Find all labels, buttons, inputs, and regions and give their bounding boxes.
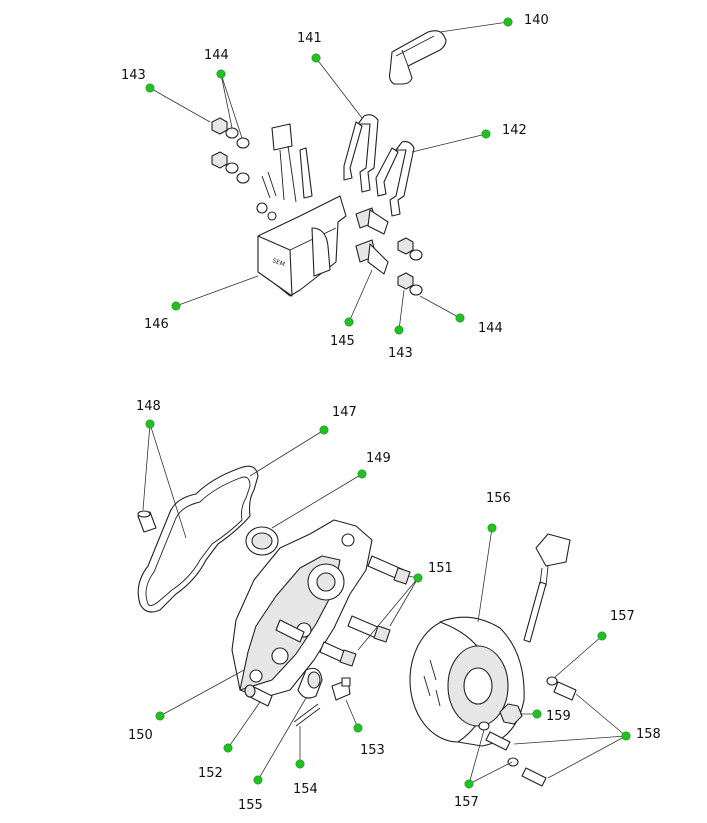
leader-152 bbox=[227, 701, 261, 749]
callout-label: 146 bbox=[144, 317, 169, 332]
callout-148[interactable]: 148 bbox=[136, 399, 161, 429]
callout-153[interactable]: 153 bbox=[353, 723, 385, 758]
callout-144[interactable]: 144 bbox=[204, 48, 229, 79]
callout-label: 153 bbox=[360, 743, 385, 758]
stator-hardware-157-159-part bbox=[478, 676, 577, 787]
leader-144 bbox=[220, 73, 243, 139]
nuts-washers-left-part bbox=[211, 117, 250, 184]
leader-142 bbox=[411, 133, 487, 153]
callout-label: 145 bbox=[330, 334, 355, 349]
small-parts-152-155-part bbox=[244, 667, 351, 727]
callout-146[interactable]: 146 bbox=[144, 301, 181, 332]
nuts-washers-right-part bbox=[397, 237, 423, 296]
callout-label: 144 bbox=[204, 48, 229, 63]
oil-seal-149-part bbox=[245, 526, 279, 556]
callout-158[interactable]: 158 bbox=[621, 727, 661, 742]
callout-145[interactable]: 145 bbox=[330, 317, 355, 349]
callout-label: 143 bbox=[121, 68, 146, 83]
gasket-147-part bbox=[137, 465, 259, 613]
callout-140[interactable]: 140 bbox=[503, 13, 549, 28]
leader-156 bbox=[477, 527, 493, 623]
callout-label: 157 bbox=[454, 795, 479, 810]
leader-147 bbox=[249, 429, 325, 477]
leader-157 bbox=[553, 635, 603, 679]
callout-label: 148 bbox=[136, 399, 161, 414]
callout-159[interactable]: 159 bbox=[532, 709, 571, 724]
ignition-coil-part: SEM bbox=[256, 123, 347, 297]
svg-text:SEM: SEM bbox=[271, 257, 285, 268]
callout-142[interactable]: 142 bbox=[481, 123, 527, 139]
leader-150 bbox=[159, 669, 245, 717]
callout-157b[interactable]: 157 bbox=[454, 779, 479, 810]
callout-label: 150 bbox=[128, 728, 153, 743]
ignition-cable-clip-141-part bbox=[343, 114, 379, 193]
callout-147[interactable]: 147 bbox=[319, 405, 357, 435]
callout-143b[interactable]: 143 bbox=[388, 325, 413, 361]
leader-155 bbox=[257, 697, 307, 781]
callout-150[interactable]: 150 bbox=[128, 711, 165, 743]
bolts-145-part bbox=[355, 207, 389, 275]
callout-label: 154 bbox=[293, 782, 318, 797]
leader-144b bbox=[419, 295, 461, 319]
ignition-cable-clip-142-part bbox=[375, 141, 415, 217]
callout-label: 156 bbox=[486, 491, 511, 506]
leader-140 bbox=[439, 21, 509, 33]
callout-label: 140 bbox=[524, 13, 549, 28]
callout-label: 157 bbox=[610, 609, 635, 624]
callout-156[interactable]: 156 bbox=[486, 491, 511, 533]
leader-145 bbox=[348, 269, 373, 323]
leader-157b bbox=[468, 729, 513, 785]
callout-label: 143 bbox=[388, 346, 413, 361]
leader-148 bbox=[142, 423, 187, 539]
leader-153 bbox=[345, 699, 359, 729]
callout-155[interactable]: 155 bbox=[238, 775, 263, 813]
callout-label: 144 bbox=[478, 321, 503, 336]
callout-label: 159 bbox=[546, 709, 571, 724]
callout-label: 152 bbox=[198, 766, 223, 781]
callout-144b[interactable]: 144 bbox=[455, 313, 503, 336]
leader-146 bbox=[175, 275, 259, 307]
callout-label: 151 bbox=[428, 561, 453, 576]
callout-label: 147 bbox=[332, 405, 357, 420]
callout-label: 142 bbox=[502, 123, 527, 138]
callout-label: 141 bbox=[297, 31, 322, 46]
leader-149 bbox=[271, 473, 363, 529]
leader-141 bbox=[315, 57, 363, 119]
ignition-cover-150-part bbox=[231, 519, 373, 699]
callout-141[interactable]: 141 bbox=[297, 31, 322, 63]
callout-143[interactable]: 143 bbox=[121, 68, 155, 93]
callout-157[interactable]: 157 bbox=[597, 609, 635, 641]
leader-158 bbox=[513, 693, 627, 779]
leader-143b bbox=[398, 289, 405, 331]
bolts-151-part bbox=[275, 555, 411, 667]
callout-149[interactable]: 149 bbox=[357, 451, 391, 479]
callout-label: 155 bbox=[238, 798, 263, 813]
callout-label: 149 bbox=[366, 451, 391, 466]
leader-143 bbox=[149, 87, 211, 123]
spark-plug-cap-part bbox=[388, 30, 447, 85]
callout-151[interactable]: 151 bbox=[413, 561, 453, 583]
callout-154[interactable]: 154 bbox=[293, 759, 318, 797]
leader-lines bbox=[142, 21, 627, 785]
callout-152[interactable]: 152 bbox=[198, 743, 233, 781]
callout-label: 158 bbox=[636, 727, 661, 742]
leader-151 bbox=[357, 575, 419, 651]
